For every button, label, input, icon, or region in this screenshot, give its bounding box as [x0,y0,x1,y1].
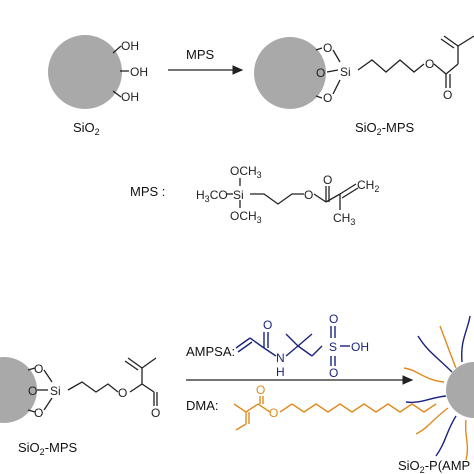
bottom-si: Si [50,384,61,398]
product-carbonyl-o: O [443,88,452,102]
dma-ester-o: O [269,406,278,420]
dma-label: DMA: [186,398,219,413]
product-o-2: O [316,66,325,80]
product-label: SiO2-P(AMP [398,458,470,474]
mps-och3-bottom: OCH3 [230,209,262,225]
mps-ch2: CH2 [357,178,379,194]
hydroxyl-3: OH [121,90,139,104]
mps-ester-o: O [304,188,313,202]
sio2-label: SiO2 [73,120,100,137]
bottom-carbonyl-o: O [151,406,160,420]
mps-bonds [226,178,359,210]
bottom-reactant-bonds [27,357,158,413]
mps-och3-top: OCH3 [230,164,262,180]
mps-structure-label: MPS : [130,184,165,199]
mps-si: Si [233,188,244,202]
arrow-label-mps: MPS [186,47,215,62]
product-si: Si [340,65,351,79]
bottom-ester-o: O [118,386,127,400]
product-ester-o: O [425,57,434,71]
grafted-chains [403,315,471,461]
bottom-o-2: O [28,384,37,398]
mps-carbonyl-o: O [323,173,332,187]
ampsa-so-bottom: O [329,366,338,380]
ampsa-n: N [276,351,285,365]
ampsa-s: S [329,340,337,354]
ampsa-oh: OH [351,340,369,354]
dma-structure [233,396,437,431]
silica-particle [48,35,122,109]
mps-h3co: H3CO [196,188,228,204]
bottom-sio2-mps-label: SiO2-MPS [18,440,78,457]
product-bonds [315,35,474,99]
product-o-1: O [323,41,332,55]
bottom-o-3: O [34,406,43,420]
sio2-mps-label: SiO2-MPS [355,120,415,137]
bottom-silica-mps-particle [0,357,37,423]
hydroxyl-1: OH [121,39,139,53]
silica-mps-particle [254,37,326,109]
ampsa-o: O [263,318,272,332]
grafted-silica-particle [446,362,474,418]
hydroxyl-bonds [112,45,129,98]
ampsa-so-top: O [329,312,338,326]
dma-carbonyl-o: O [256,383,265,397]
hydroxyl-2: OH [130,65,148,79]
bottom-o-1: O [34,362,43,376]
mps-ch3: CH3 [333,211,355,227]
ampsa-structure [235,326,350,366]
product-o-3: O [323,91,332,105]
ampsa-h: H [276,365,285,379]
ampsa-label: AMPSA: [186,344,235,359]
